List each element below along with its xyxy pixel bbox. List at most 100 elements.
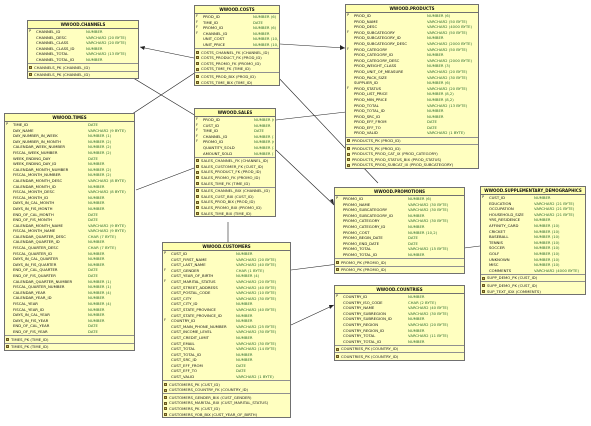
index-row[interactable]: SUPP_DEMO_PK (CUST_ID) bbox=[481, 283, 585, 289]
key-row[interactable]: SALES_PROMO_FK (PROMO_ID) bbox=[195, 175, 275, 181]
key-row[interactable]: COSTS_TIME_FK (TIME_ID) bbox=[195, 66, 279, 72]
key-row[interactable]: SALES_PRODUCT_FK (PROD_ID) bbox=[195, 169, 275, 175]
index-row[interactable]: CHANNELS_PK (CHANNEL_ID) bbox=[28, 72, 138, 78]
key-row[interactable]: SUPP_DEMO_PK (CUST_ID) bbox=[481, 275, 585, 281]
index-row[interactable]: COSTS_TIME_BIX (TIME_ID) bbox=[195, 80, 279, 86]
index-row[interactable]: COSTS_PROD_BIX (PROD_ID) bbox=[195, 74, 279, 80]
key-row[interactable]: COSTS_PRODUCT_FK (PROD_ID) bbox=[195, 55, 279, 61]
index-row[interactable]: CUSTOMERS_PK (CUST_ID) bbox=[163, 406, 290, 412]
index-row[interactable]: TIMES_PK (TIME_ID) bbox=[5, 344, 134, 350]
index-row[interactable]: CUSTOMERS_YOB_BIX (CUST_YEAR_OF_BIRTH) bbox=[163, 412, 290, 418]
key-row[interactable]: PRODUCTS_PK (PROD_ID) bbox=[346, 138, 478, 144]
index-row[interactable]: PRODUCTS_PROD_CAT_IX (PROD_CATEGORY) bbox=[346, 151, 478, 157]
index-row[interactable]: PRODUCTS_PK (PROD_ID) bbox=[346, 146, 478, 152]
index-row[interactable]: SALES_CHANNEL_BIX (CHANNEL_ID) bbox=[195, 188, 275, 194]
index-row[interactable]: PRODUCTS_PROD_SUBCAT_IX (PROD_SUBCATEGOR… bbox=[346, 162, 478, 168]
key-row[interactable]: PROMO_PK (PROMO_ID) bbox=[335, 260, 464, 266]
key-row[interactable]: SALES_CHANNEL_FK (CHANNEL_ID) bbox=[195, 158, 275, 164]
key-row[interactable]: SALES_TIME_FK (TIME_ID) bbox=[195, 181, 275, 187]
key-row[interactable]: TIMES_PK (TIME_ID) bbox=[5, 337, 134, 343]
